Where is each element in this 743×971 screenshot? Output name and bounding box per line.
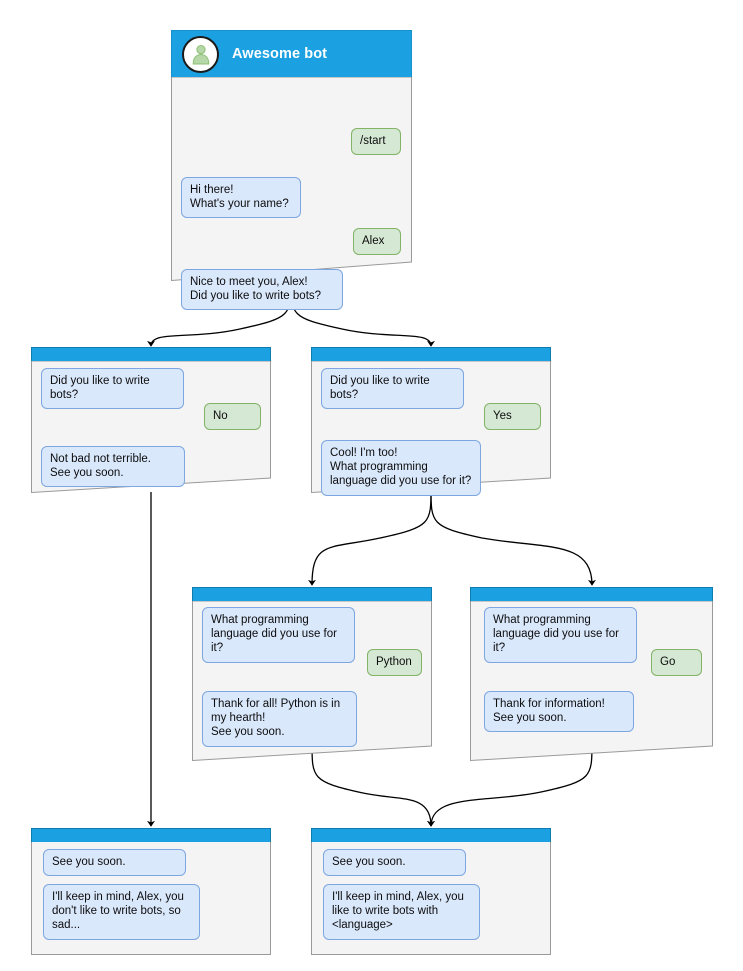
end-happy-node[interactable]: See you soon. I'll keep in mind, Alex, y… <box>311 828 551 955</box>
message-list: What programming language did you use fo… <box>192 601 432 747</box>
message-bubble-bot: What programming language did you use fo… <box>484 607 637 663</box>
node-body: Did you like to write bots? Yes Cool! I'… <box>311 361 551 496</box>
node-header-bar <box>192 587 432 601</box>
edge-yes-to-python <box>308 488 432 586</box>
no-branch-node[interactable]: Did you like to write bots? No Not bad n… <box>31 347 271 493</box>
message-bubble-bot: Did you like to write bots? <box>321 368 464 410</box>
message-bubble-bot: I'll keep in mind, Alex, you don't like … <box>43 884 200 940</box>
yes-branch-node[interactable]: Did you like to write bots? Yes Cool! I'… <box>311 347 551 496</box>
message-bubble-bot: What programming language did you use fo… <box>202 607 355 663</box>
message-bubble-bot: See you soon. <box>43 849 186 877</box>
node-header-bar <box>31 828 271 842</box>
message-bubble-user: No <box>204 403 261 431</box>
message-bubble-user: Go <box>651 649 702 677</box>
start-node[interactable]: Awesome bot /start Hi there! What's your… <box>171 30 412 311</box>
message-list: Did you like to write bots? No Not bad n… <box>31 361 271 488</box>
message-bubble-user: Yes <box>484 403 541 431</box>
message-list: /start Hi there! What's your name? Alex … <box>171 77 412 311</box>
end-sad-node[interactable]: See you soon. I'll keep in mind, Alex, y… <box>31 828 271 955</box>
message-bubble-bot: Not bad not terrible. See you soon. <box>41 446 185 488</box>
message-list: See you soon. I'll keep in mind, Alex, y… <box>32 842 270 940</box>
node-header-bar <box>311 347 551 361</box>
message-bubble-bot: Hi there! What's your name? <box>181 177 301 219</box>
message-bubble-bot: Nice to meet you, Alex! Did you like to … <box>181 269 343 311</box>
python-branch-node[interactable]: What programming language did you use fo… <box>192 587 432 761</box>
node-body: See you soon. I'll keep in mind, Alex, y… <box>311 842 551 955</box>
message-list: Did you like to write bots? Yes Cool! I'… <box>311 361 551 496</box>
bot-title: Awesome bot <box>232 46 328 62</box>
edge-yes-to-go <box>430 488 596 586</box>
node-body: What programming language did you use fo… <box>192 601 432 761</box>
message-bubble-bot: Thank for information! See you soon. <box>484 691 634 733</box>
message-list: What programming language did you use fo… <box>470 601 713 733</box>
message-bubble-bot: Thank for all! Python is in my hearth! S… <box>202 691 357 747</box>
user-avatar-icon <box>182 35 219 73</box>
message-bubble-bot: See you soon. <box>323 849 466 877</box>
node-body: See you soon. I'll keep in mind, Alex, y… <box>31 842 271 955</box>
node-body: Did you like to write bots? No Not bad n… <box>31 361 271 493</box>
go-branch-node[interactable]: What programming language did you use fo… <box>470 587 713 761</box>
node-body: /start Hi there! What's your name? Alex … <box>171 77 412 311</box>
message-bubble-user: Python <box>367 649 422 677</box>
node-body: What programming language did you use fo… <box>470 601 713 761</box>
message-list: See you soon. I'll keep in mind, Alex, y… <box>312 842 550 940</box>
message-bubble-bot: Did you like to write bots? <box>41 368 184 410</box>
message-bubble-user: Alex <box>353 228 401 256</box>
message-bubble-user: /start <box>351 128 401 156</box>
node-header-bar <box>31 347 271 361</box>
message-bubble-bot: I'll keep in mind, Alex, you like to wri… <box>323 884 480 940</box>
node-header-bar <box>311 828 551 842</box>
node-header-bar <box>470 587 713 601</box>
message-bubble-bot: Cool! I'm too! What programming language… <box>321 440 481 496</box>
node-header-bar: Awesome bot <box>171 30 412 77</box>
